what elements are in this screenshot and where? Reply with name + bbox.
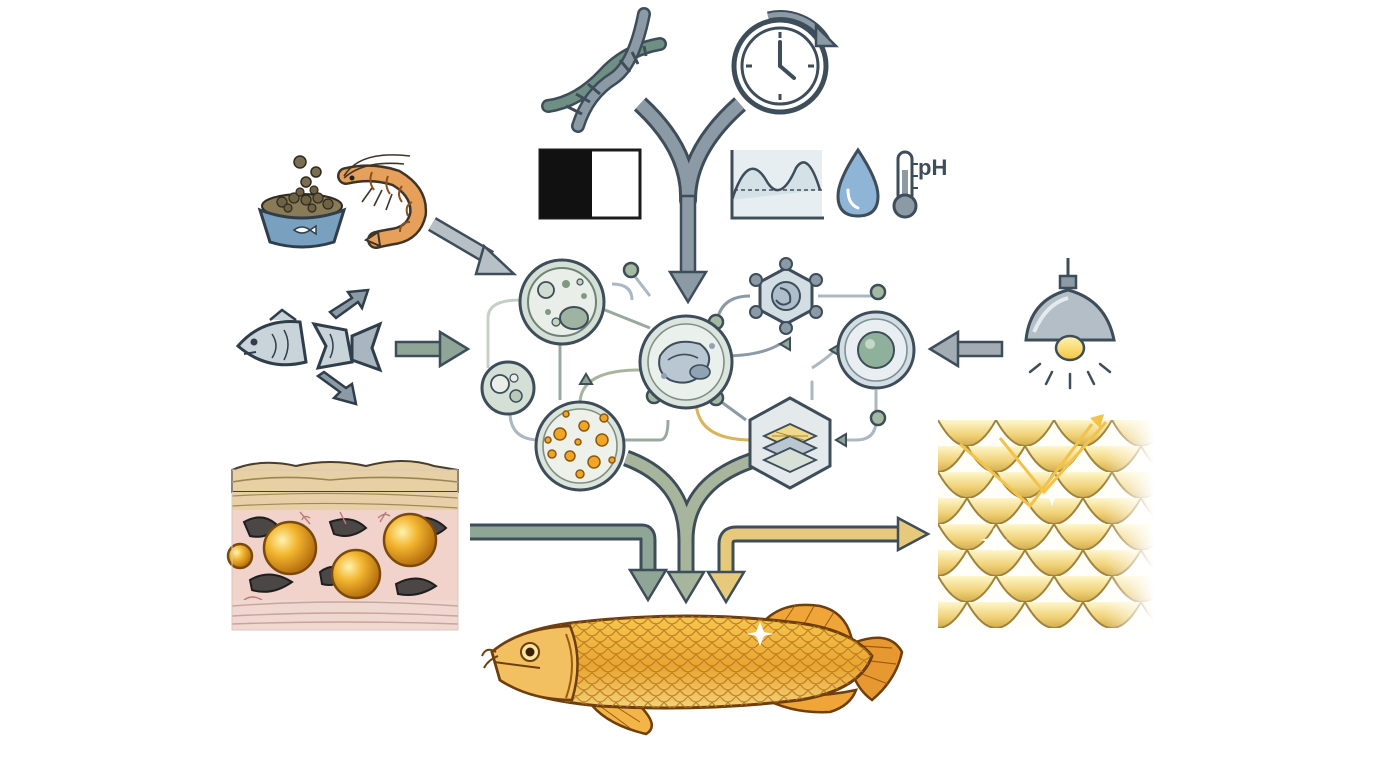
arrow-fish-scales-reflect <box>705 515 931 605</box>
shrimp-icon <box>337 154 428 249</box>
black-white-contrast-icon <box>538 148 642 220</box>
lamp-icon <box>1024 258 1116 390</box>
water-drop-icon <box>836 147 880 218</box>
cell-network <box>480 257 916 492</box>
input-arrows <box>394 97 1004 605</box>
molecule-node <box>749 257 823 335</box>
arrow-lamp-to-network <box>954 340 1004 358</box>
arrow-network-to-fish <box>622 449 763 605</box>
wave-graph-icon <box>730 150 824 220</box>
cell-platelet-stack <box>748 396 832 490</box>
ph-label: pH <box>918 155 947 180</box>
dna-icon <box>541 7 667 133</box>
fish-food-bowl-icon <box>257 155 347 249</box>
golden-arowana-fish <box>481 603 904 736</box>
thermometer-icon <box>892 150 918 219</box>
arrow-genetics-time-merge <box>633 97 747 305</box>
gold-scales <box>938 414 1154 628</box>
clock-icon <box>731 10 840 115</box>
cell-small-left <box>480 360 536 416</box>
arrow-skin-to-fish <box>470 523 669 603</box>
cell-vacuole-cluster <box>518 258 606 346</box>
cell-central-melanocyte <box>638 314 734 410</box>
cell-xanthophore <box>534 400 626 492</box>
arrow-fish-to-network <box>394 340 444 358</box>
cell-iridophore-right <box>836 310 916 390</box>
fish-fragments-icon <box>235 288 383 406</box>
skin-cross-section <box>226 460 459 631</box>
